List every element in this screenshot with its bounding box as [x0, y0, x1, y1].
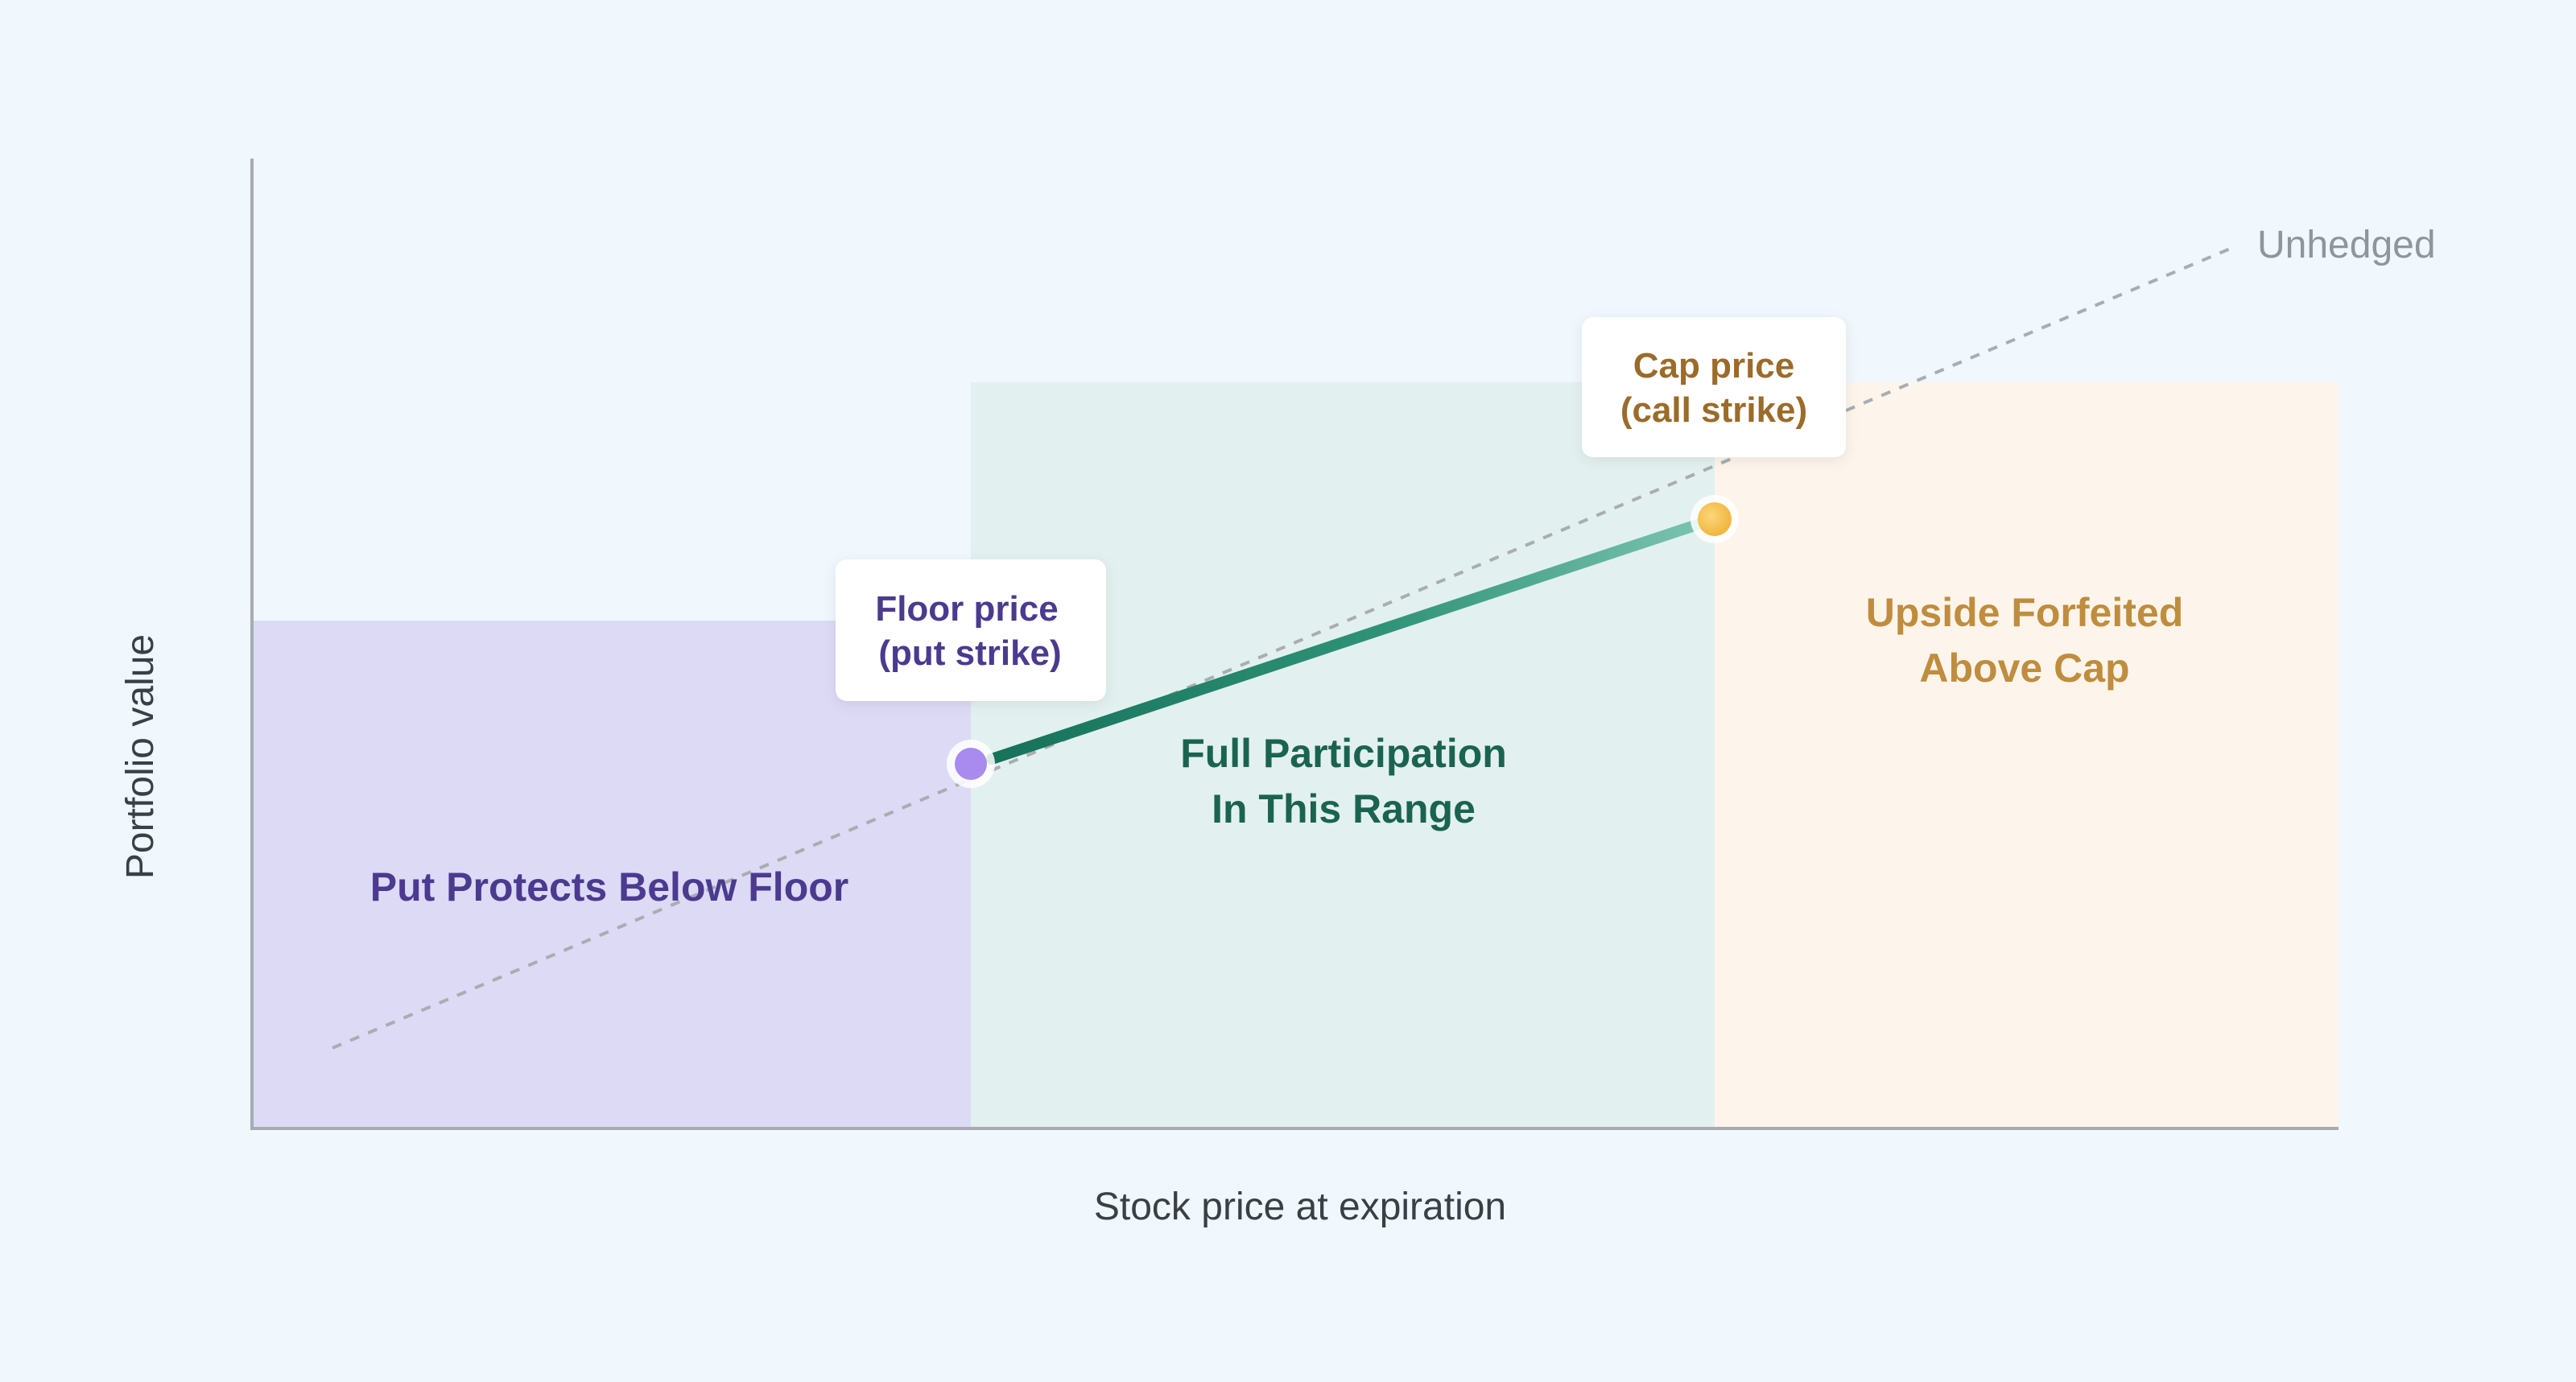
cap-callout	[1582, 317, 1846, 457]
forfeited-zone	[1715, 382, 2339, 1128]
floor-callout-line1: Floor price	[875, 589, 1058, 629]
unhedged-line	[332, 245, 2235, 1050]
y-axis-title: Portfolio value	[119, 634, 162, 879]
protected-zone-label: Put Protects Below Floor	[370, 864, 849, 910]
participation-zone-label-line2: In This Range	[1212, 786, 1476, 831]
cap-callout-line1: Cap price	[1633, 346, 1795, 386]
participation-zone	[971, 382, 1715, 1128]
floor-callout-line2: (put strike)	[878, 633, 1061, 673]
floor-callout	[836, 559, 1106, 701]
forfeited-zone-label-line1: Upside Forfeited	[1866, 590, 2183, 635]
protected-zone	[252, 621, 971, 1128]
cap-dot-core	[1698, 502, 1732, 536]
cap-callout-line2: (call strike)	[1620, 390, 1807, 430]
participation-zone-label-line1: Full Participation	[1180, 731, 1507, 776]
payoff-participation-segment	[986, 516, 1712, 765]
x-axis-title: Stock price at expiration	[1094, 1186, 1506, 1228]
forfeited-zone-label-line2: Above Cap	[1919, 646, 2129, 691]
floor-dot-core	[955, 748, 987, 780]
unhedged-label: Unhedged	[2257, 224, 2436, 266]
